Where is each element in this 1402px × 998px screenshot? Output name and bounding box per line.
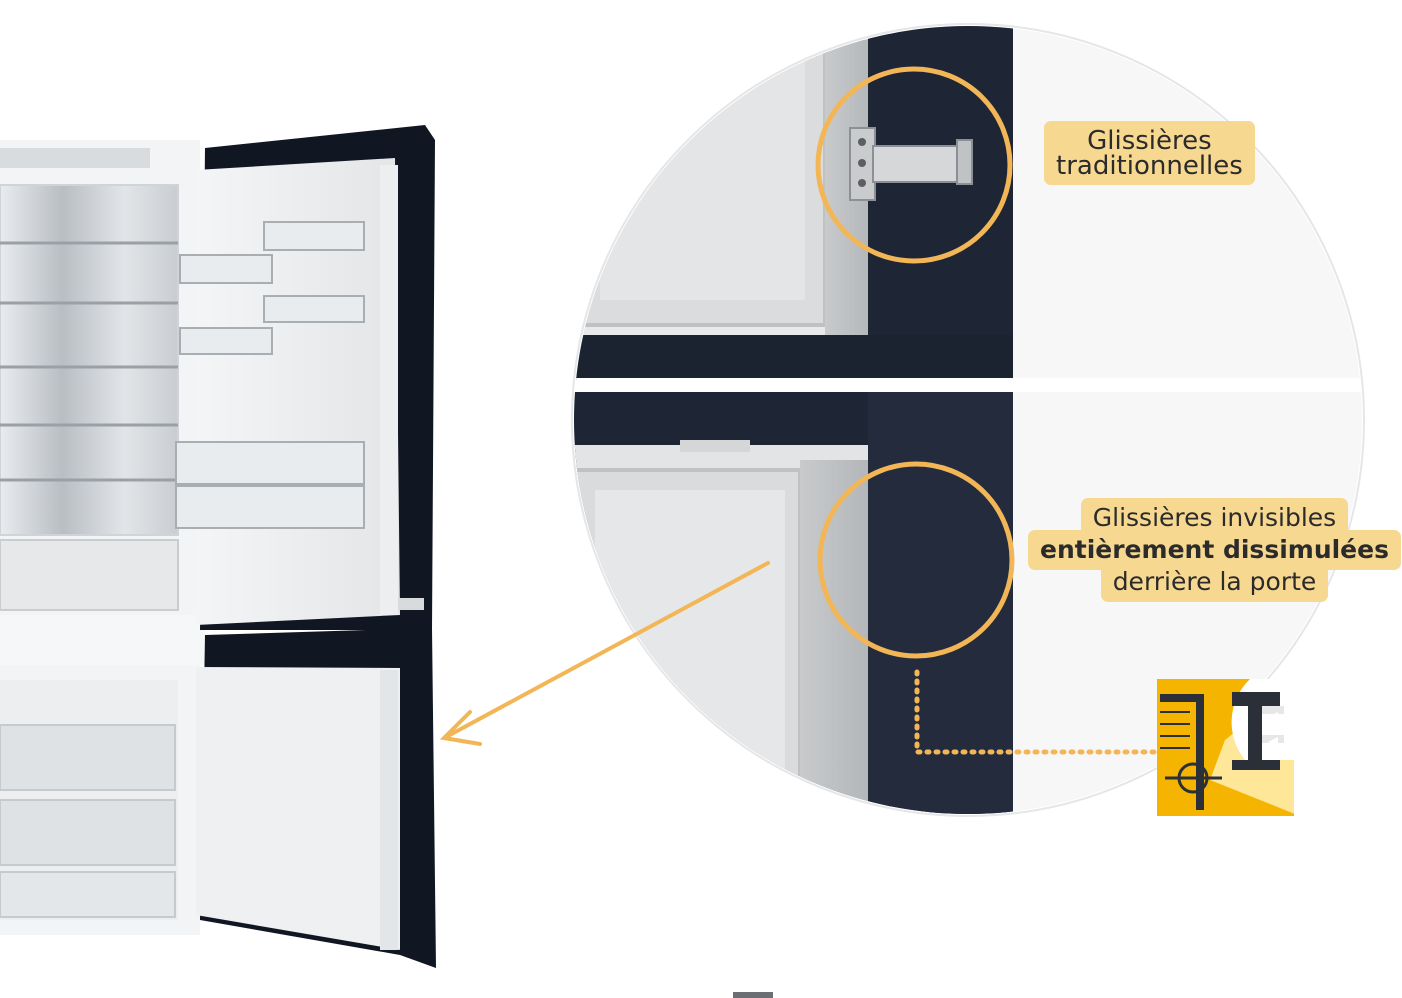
label-invisible-line-2: entièrement dissimulées [1028, 530, 1401, 570]
label-invisible-line-1: Glissières invisibles [1080, 498, 1349, 538]
cross-section-inset [1157, 679, 1294, 816]
fridge-image [0, 125, 436, 968]
label-traditional-slides: Glissières traditionnelles [1044, 121, 1255, 185]
bottom-marker [733, 992, 773, 998]
label-invisible-slides: Glissières invisibles entièrement dissim… [1028, 498, 1401, 602]
label-traditional-line-2: traditionnelles [1044, 146, 1255, 185]
label-invisible-line-3: derrière la porte [1100, 562, 1329, 602]
pointer-arrow [439, 561, 770, 746]
dotted-connector [914, 669, 1158, 755]
